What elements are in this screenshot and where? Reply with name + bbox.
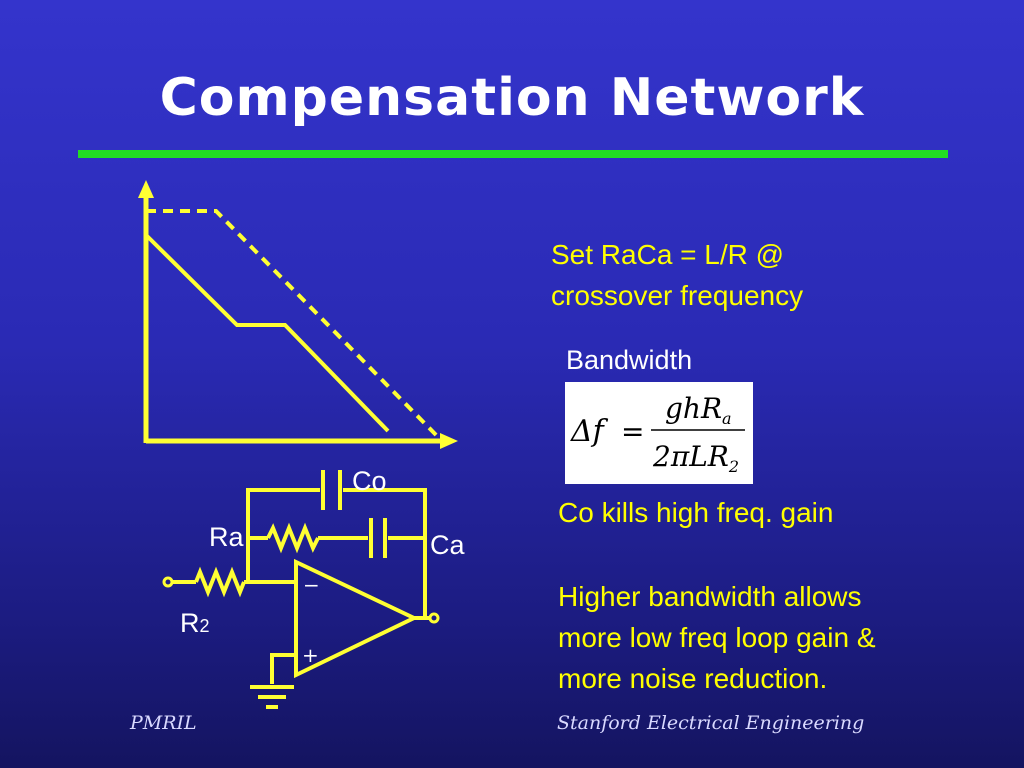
r2-resistor (194, 566, 246, 598)
set-raca-line1: Set RaCa = L/R @ (551, 239, 785, 270)
formula-denominator: 2πLR2 (652, 440, 739, 476)
ra-resistor (266, 522, 320, 554)
bode-plot (138, 180, 458, 449)
numerator-main: ghR (665, 392, 722, 425)
r2-label-sub: 2 (199, 616, 210, 636)
title-divider (78, 150, 948, 158)
higher-bw-line1: Higher bandwidth allows (558, 581, 862, 612)
ground-wire (270, 653, 296, 684)
footer-left: PMRIL (130, 712, 197, 734)
y-axis-arrow (138, 180, 154, 198)
numerator-sub: a (722, 409, 732, 428)
ra-label: Ra (209, 522, 244, 552)
formula-eq: = (621, 415, 644, 448)
denominator-sub: 2 (728, 457, 739, 476)
r2-label-main: R (180, 608, 200, 638)
co-kills-text: Co kills high freq. gain (558, 497, 834, 528)
input-terminal (162, 576, 174, 588)
co-wire-right (343, 488, 427, 617)
formula-numerator: ghRa (665, 392, 732, 428)
op-amp (294, 558, 419, 679)
co-wire (246, 488, 320, 580)
slide-title: Compensation Network (159, 68, 865, 128)
higher-bw-line3: more noise reduction. (558, 663, 828, 694)
denominator-main: 2πLR (652, 440, 729, 473)
set-raca-line2: crossover frequency (551, 280, 804, 311)
bandwidth-formula: Δf = ghRa 2πLR2 (565, 382, 753, 484)
co-label: Co (352, 466, 387, 496)
opamp-plus: + (302, 643, 319, 667)
r2-label: R2 (180, 608, 210, 639)
ca-label: Ca (430, 530, 465, 560)
x-axis-arrow (440, 433, 458, 449)
formula-lhs: Δf (570, 414, 609, 449)
formula-svg: Δf = ghRa 2πLR2 (570, 392, 745, 476)
dashed-response (146, 209, 444, 443)
footer-right: Stanford Electrical Engineering (557, 712, 865, 734)
compensated-response (144, 233, 390, 433)
opamp-minus: − (303, 573, 320, 597)
output-terminal (428, 612, 440, 624)
higher-bw-line2: more low freq loop gain & (558, 622, 876, 653)
bandwidth-label: Bandwidth (566, 345, 693, 375)
circuit (172, 470, 430, 709)
